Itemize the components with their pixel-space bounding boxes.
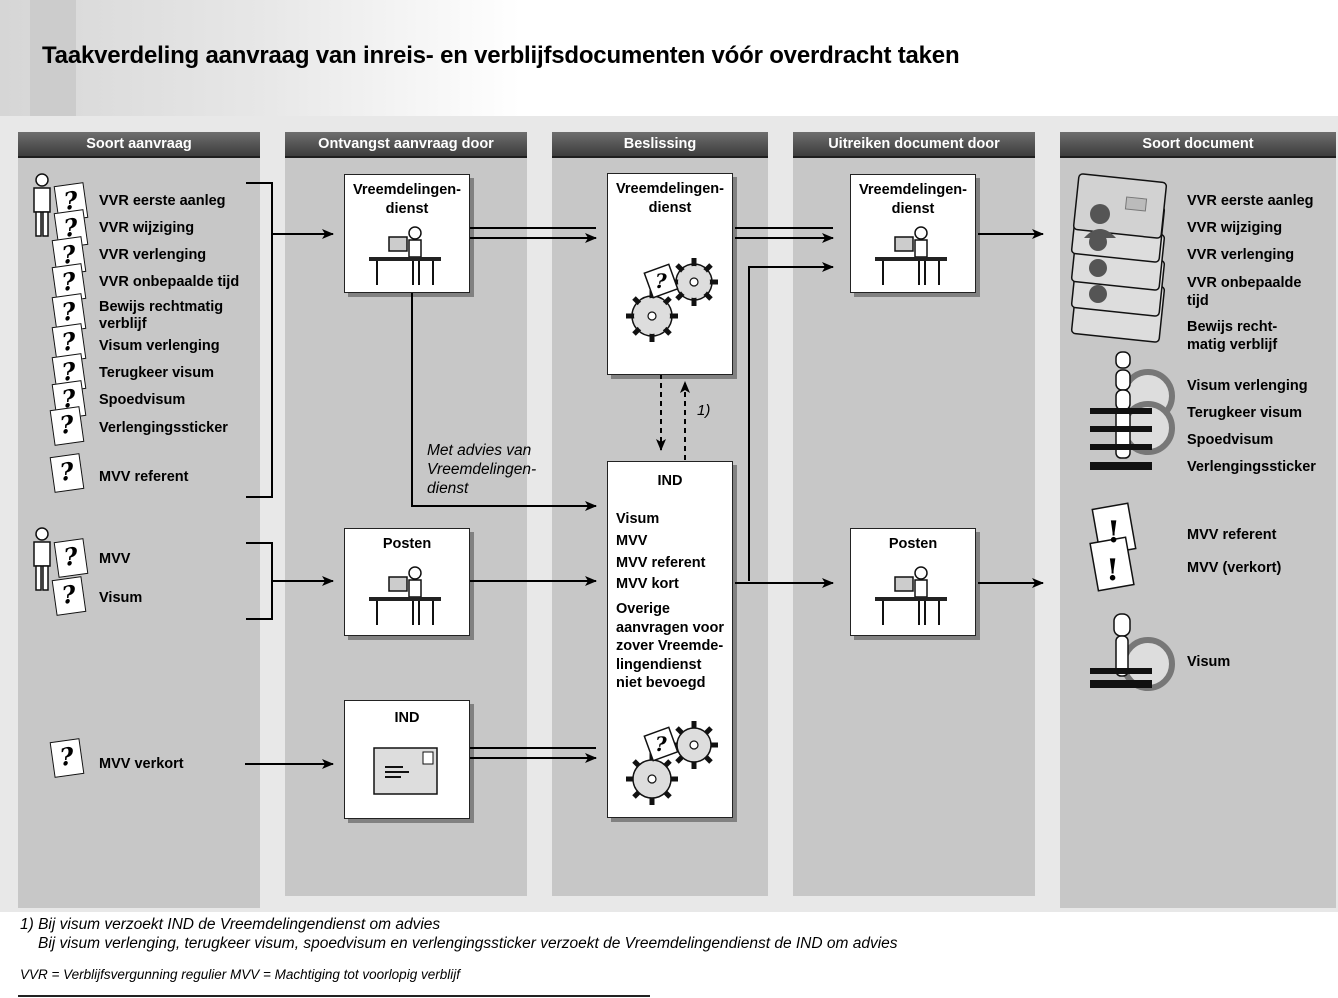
document-label: VVR eerste aanleg — [1187, 193, 1314, 209]
envelope-icon — [373, 747, 438, 795]
decision-item: MVV referent — [616, 555, 706, 571]
column-header: Soort aanvraag — [18, 132, 260, 158]
decision-item: Visum — [616, 511, 660, 527]
document-label: MVV (verkort) — [1187, 560, 1282, 576]
box-title: Vreemdelingen-dienst — [859, 182, 967, 217]
page-title: Taakverdeling aanvraag van inreis- en ve… — [42, 42, 960, 69]
column-header: Soort document — [1060, 132, 1336, 158]
box-title: Vreemdelingen-dienst — [353, 182, 461, 217]
desk-worker-icon — [369, 226, 441, 285]
person-icon — [33, 527, 51, 591]
application-label: VVR eerste aanleg — [99, 193, 226, 209]
document-label: Bewijs recht-matig verblijf — [1187, 319, 1278, 353]
desk-worker-icon — [875, 566, 947, 625]
decision-other: Overige aanvragen voor zover Vreemde-lin… — [616, 601, 724, 691]
document-label: VVR wijziging — [1187, 220, 1283, 236]
footer-rule — [18, 995, 650, 997]
issue-box-posten: Posten — [850, 528, 976, 636]
decision-box-ind: IND Visum MVV MVV referent MVV kort Over… — [607, 461, 733, 818]
document-label: VVR onbepaalde tijd — [1187, 275, 1302, 309]
application-label: Terugkeer visum — [99, 365, 214, 381]
reception-box-vreemdelingendienst: Vreemdelingen-dienst — [344, 174, 470, 293]
application-label: VVR verlenging — [99, 247, 207, 263]
box-title: Posten — [888, 536, 938, 552]
footnote-line-2: Bij visum verlenging, terugkeer visum, s… — [38, 935, 898, 952]
desk-worker-icon — [875, 226, 947, 285]
document-label: Visum — [1187, 654, 1231, 670]
abbreviations: VVR = Verblijfsvergunning regulier MVV =… — [20, 967, 460, 982]
box-title: IND — [657, 473, 683, 489]
decision-item: MVV — [616, 533, 648, 549]
advice-note: Met advies van Vreemdelingen-dienst — [427, 442, 537, 497]
application-label: MVV — [99, 551, 131, 567]
application-label: Visum — [99, 590, 143, 606]
box-title: Vreemdelingen-dienst — [616, 181, 724, 216]
box-title: IND — [394, 710, 420, 726]
box-title: Posten — [382, 536, 432, 552]
application-label: Verlengingssticker — [99, 420, 228, 436]
header-tab — [30, 0, 76, 117]
application-label: VVR wijziging — [99, 220, 195, 236]
gears-icon: ? — [626, 721, 718, 805]
stamp-icon — [1090, 351, 1175, 470]
issue-box-vreemdelingendienst: Vreemdelingen-dienst — [850, 174, 976, 293]
svg-text:!: ! — [1107, 515, 1120, 550]
id-card-stack-icon — [1070, 173, 1168, 343]
application-label: MVV verkort — [99, 756, 184, 772]
column-header: Uitreiken document door — [793, 132, 1035, 158]
application-label: Visum verlenging — [99, 338, 220, 354]
column-header: Beslissing — [552, 132, 768, 158]
footnote-marker: 1) — [697, 402, 711, 419]
decision-item: MVV kort — [616, 576, 679, 592]
gears-icon: ? — [626, 258, 718, 342]
application-label: Bewijs rechtmatig verblijf — [99, 299, 224, 332]
document-label: Terugkeer visum — [1187, 405, 1302, 421]
document-label: Verlengingssticker — [1187, 459, 1316, 475]
document-label: Spoedvisum — [1187, 432, 1274, 448]
decision-box-vreemdelingendienst: Vreemdelingen-dienst ? — [607, 173, 733, 375]
application-label: Spoedvisum — [99, 392, 186, 408]
svg-text:?: ? — [655, 269, 667, 293]
document-label: VVR verlenging — [1187, 247, 1295, 263]
person-icon — [33, 173, 51, 237]
reception-box-posten: Posten — [344, 528, 470, 636]
desk-worker-icon — [369, 566, 441, 625]
document-label: Visum verlenging — [1187, 378, 1308, 394]
svg-text:?: ? — [655, 732, 667, 756]
stamp-icon — [1090, 613, 1175, 691]
column-header: Ontvangst aanvraag door — [285, 132, 527, 158]
exclamation-document-icon: ! ! — [1089, 502, 1137, 592]
svg-text:!: ! — [1106, 553, 1119, 588]
application-label: VVR onbepaalde tijd — [99, 274, 240, 290]
reception-box-ind: IND — [344, 700, 470, 819]
document-label: MVV referent — [1187, 527, 1277, 543]
header-band — [0, 0, 1338, 117]
footnote-line-1: 1) Bij visum verzoekt IND de Vreemdeling… — [20, 916, 441, 933]
application-label: MVV referent — [99, 469, 189, 485]
